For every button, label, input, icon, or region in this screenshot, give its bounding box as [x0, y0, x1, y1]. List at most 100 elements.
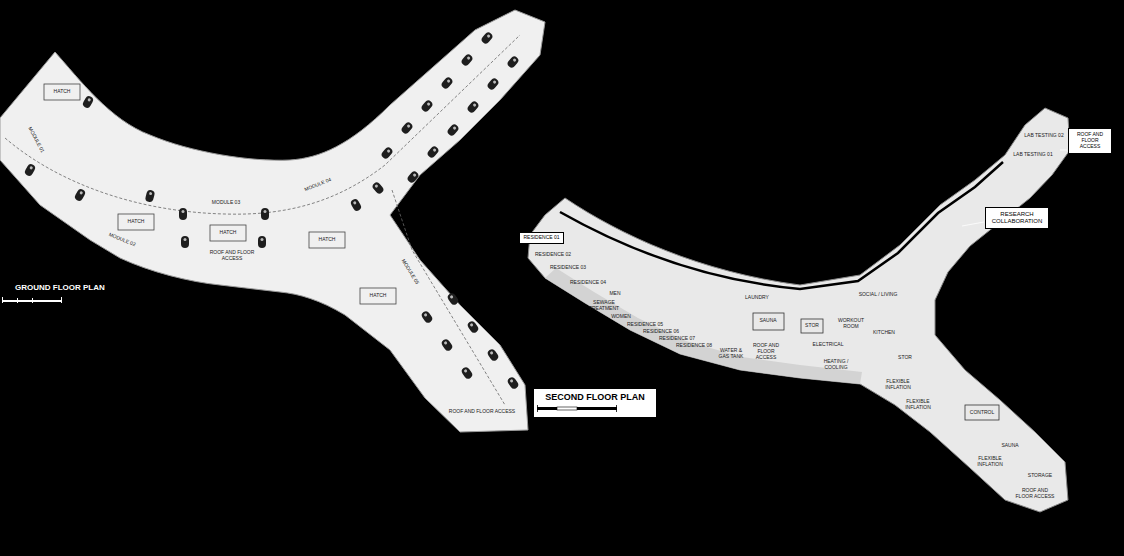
module-label: MODULE 05	[400, 258, 421, 287]
room-label: RESIDENCE 03	[549, 265, 587, 271]
title-box: SECOND FLOOR PLAN	[533, 388, 657, 418]
room-label: SEWAGE TREATMENT	[586, 300, 622, 312]
room-label: RESIDENCE 02	[534, 252, 572, 258]
pod-unit	[426, 145, 440, 159]
module-boundary	[392, 190, 505, 405]
pod-unit	[506, 376, 519, 390]
room-outline	[753, 313, 784, 330]
hatch-label: HATCH	[53, 89, 72, 95]
room-label: MEN	[608, 291, 621, 297]
pod-unit	[446, 123, 460, 137]
room-label: RESIDENCE 05	[626, 322, 664, 328]
pod-unit	[460, 366, 473, 380]
circulation-strip	[545, 268, 862, 384]
callout-box: RESEARCH COLLABORATION	[985, 207, 1049, 229]
hatch-outline	[360, 288, 396, 304]
module-label: MODULE 02	[107, 232, 137, 249]
plan-title: GROUND FLOOR PLAN	[14, 283, 106, 292]
room-label: STOR	[804, 323, 820, 329]
room-label: FLEXIBLE INFLATION	[972, 456, 1008, 468]
hatch-outline	[118, 214, 154, 230]
module-label: MODULE 01	[26, 125, 45, 154]
pod-unit	[420, 99, 434, 113]
pods	[24, 31, 520, 390]
pod-unit	[466, 100, 480, 114]
room-label: SOCIAL / LIVING	[858, 292, 899, 298]
room-label: ELECTRICAL	[812, 342, 845, 348]
leader-line	[1060, 150, 1067, 151]
hatch-label: HATCH	[219, 230, 238, 236]
hatch-outline	[309, 232, 345, 248]
pod-unit	[440, 76, 454, 90]
room-label: HEATING / COOLING	[820, 359, 852, 371]
box-text: RESIDENCE 01	[523, 235, 560, 241]
room-label: WATER & GAS TANK	[713, 348, 749, 360]
pod-unit	[446, 292, 459, 306]
room-label: KITCHEN	[872, 330, 896, 336]
pod-unit	[145, 189, 156, 203]
room-label: SAUNA	[758, 318, 777, 324]
pod-unit	[466, 320, 479, 334]
pod-unit	[74, 188, 87, 202]
room-label: STORAGE	[1027, 473, 1053, 479]
pod-unit	[24, 163, 37, 177]
access-label: ROOF AND FLOOR ACCESS	[207, 250, 257, 262]
pod-unit	[350, 198, 363, 212]
pod-unit	[420, 310, 433, 324]
pod-unit	[82, 95, 95, 109]
hatch-label: HATCH	[318, 237, 337, 243]
pod-unit	[258, 236, 266, 248]
pod-unit	[406, 170, 420, 184]
room-label: RESIDENCE 07	[658, 336, 696, 342]
room-label: ROOF AND FLOOR ACCESS	[750, 343, 782, 360]
pod-unit	[486, 77, 500, 91]
room-label: WOMEN	[610, 314, 632, 320]
pod-unit	[506, 55, 520, 69]
pod-unit	[480, 31, 494, 45]
pod-unit	[179, 208, 187, 220]
pod-unit	[440, 338, 453, 352]
exterior-wall	[560, 162, 1003, 289]
second-floor-outline	[528, 108, 1070, 512]
exterior-wall	[944, 300, 1040, 424]
hatch-outline	[44, 84, 80, 100]
room-label: LAB TESTING 02	[1023, 133, 1064, 139]
module-label: MODULE 04	[303, 177, 333, 194]
callout-box: RESIDENCE 01	[519, 232, 564, 244]
callout-box: ROOF AND FLOOR ACCESS	[1068, 128, 1112, 154]
module-boundary	[5, 35, 520, 214]
room-label: FLEXIBLE INFLATION	[880, 379, 916, 391]
box-text: ROOF AND FLOOR ACCESS	[1072, 132, 1108, 149]
pod-unit	[181, 236, 189, 248]
hatch-label: HATCH	[369, 293, 388, 299]
pod-unit	[380, 146, 394, 160]
scale-bar	[2, 297, 62, 303]
box-text: SECOND FLOOR PLAN	[540, 392, 650, 402]
room-label: RESIDENCE 06	[642, 329, 680, 335]
room-label: SAUNA	[1000, 443, 1019, 449]
room-label: ROOF AND FLOOR ACCESS	[1014, 488, 1056, 500]
pod-unit	[460, 53, 474, 67]
room-label: CONTROL	[969, 410, 995, 416]
module-label: MODULE 03	[211, 200, 241, 206]
pod-unit	[400, 121, 414, 135]
box-text: RESEARCH COLLABORATION	[989, 211, 1045, 225]
hatch-label: HATCH	[127, 219, 146, 225]
room-label: FLEXIBLE INFLATION	[900, 399, 936, 411]
room-label: LAUNDRY	[744, 295, 770, 301]
room-label: STOR	[897, 355, 913, 361]
room-outline	[801, 319, 823, 333]
room-label: RESIDENCE 08	[675, 343, 713, 349]
room-outline	[965, 405, 999, 420]
pod-unit	[371, 181, 385, 195]
hatch-outline	[210, 225, 246, 241]
room-label: RESIDENCE 04	[569, 280, 607, 286]
pod-unit	[486, 348, 499, 362]
pod-unit	[261, 208, 269, 220]
room-label: WORKOUT ROOM	[837, 318, 865, 330]
leader-line	[962, 222, 984, 226]
